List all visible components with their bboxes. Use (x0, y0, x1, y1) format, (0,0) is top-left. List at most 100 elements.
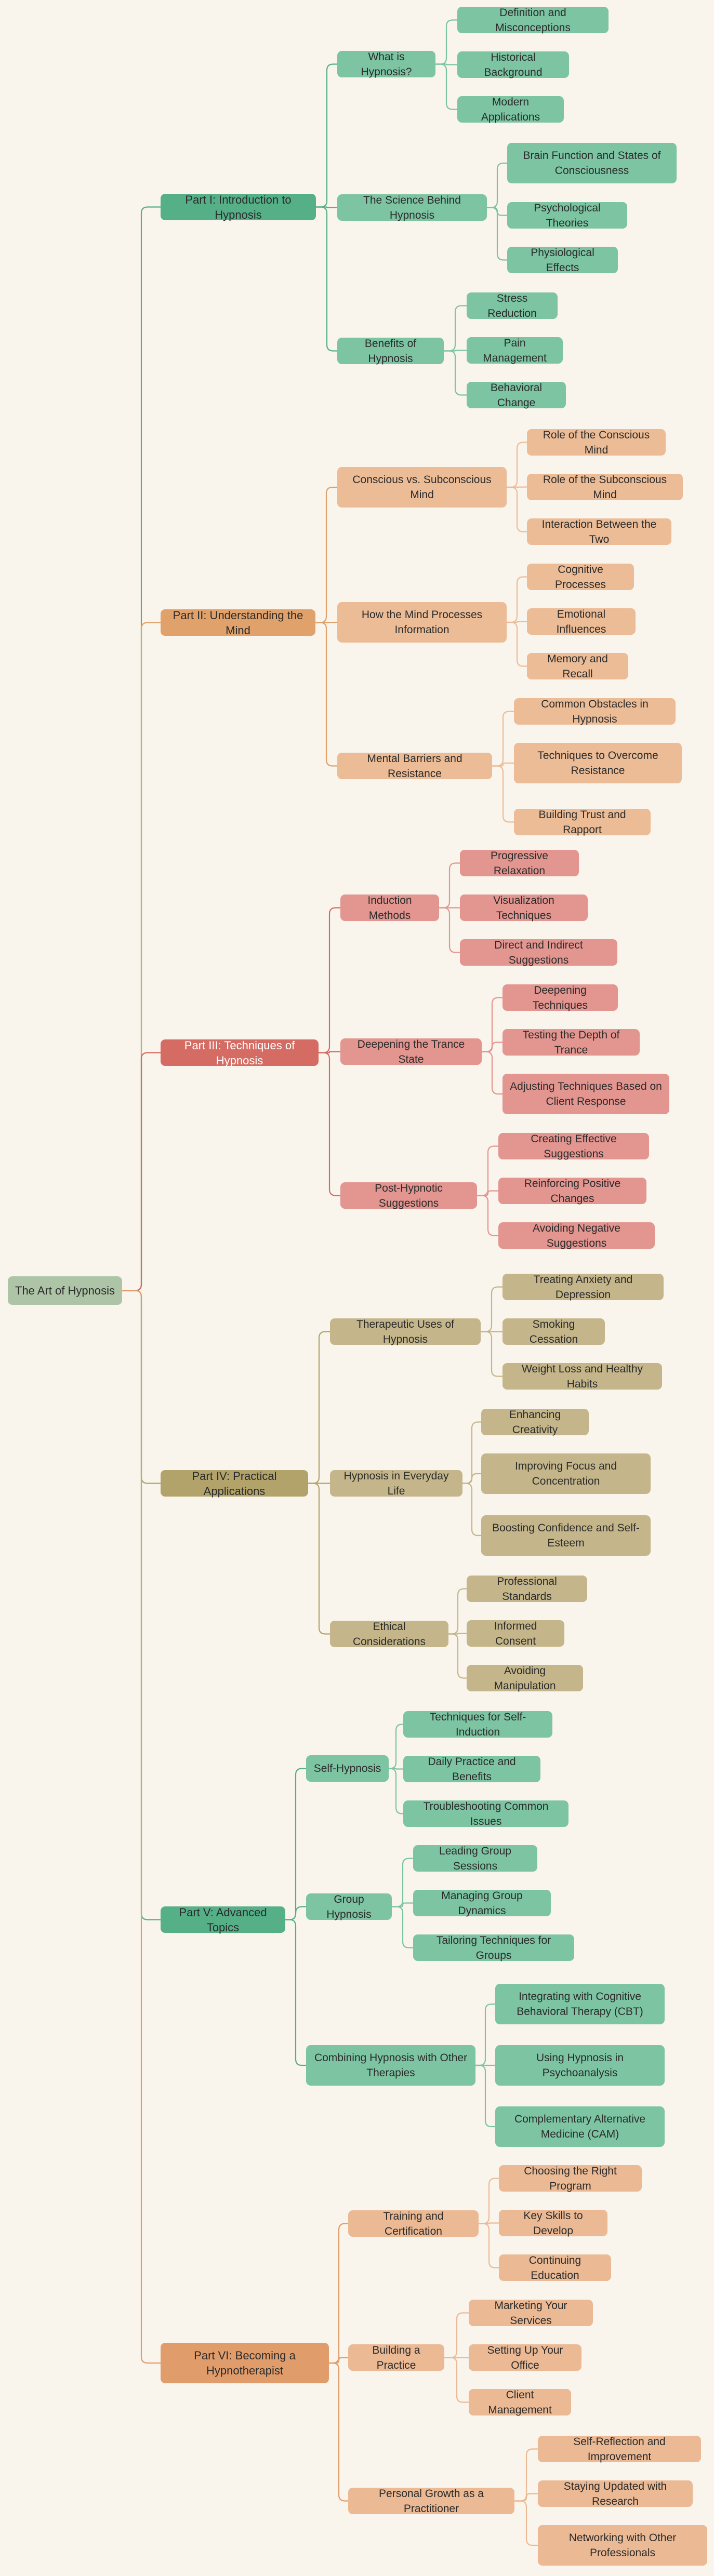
link-root-part-6 (122, 1290, 161, 2364)
topic-node-5-2-1[interactable]: Leading Group Sessions (413, 1845, 537, 1872)
topic-node-1-3-3[interactable]: Behavioral Change (467, 382, 566, 409)
link-section-topic-4-2-3 (462, 1483, 481, 1537)
part-node-2[interactable]: Part II: Understanding the Mind (161, 609, 315, 637)
topic-node-4-2-2[interactable]: Improving Focus and Concentration (481, 1453, 651, 1494)
section-node-4-1[interactable]: Therapeutic Uses of Hypnosis (330, 1318, 481, 1345)
link-section-topic-6-2-1 (444, 2312, 469, 2358)
topic-node-5-2-3[interactable]: Tailoring Techniques for Groups (413, 1934, 574, 1961)
link-section-topic-5-2-1 (392, 1858, 413, 1907)
topic-node-6-1-3[interactable]: Continuing Education (499, 2254, 611, 2281)
part-node-6[interactable]: Part VI: Becoming a Hypnotherapist (161, 2343, 329, 2383)
topic-node-6-2-2[interactable]: Setting Up Your Office (469, 2344, 581, 2371)
link-section-topic-6-1-3 (479, 2223, 499, 2268)
topic-node-2-1-1[interactable]: Role of the Conscious Mind (527, 429, 666, 456)
section-node-2-1[interactable]: Conscious vs. Subconscious Mind (337, 467, 507, 508)
section-node-3-2[interactable]: Deepening the Trance State (340, 1038, 482, 1065)
section-node-2-3[interactable]: Mental Barriers and Resistance (337, 753, 492, 780)
topic-node-4-3-1[interactable]: Professional Standards (467, 1576, 587, 1603)
topic-node-6-1-2[interactable]: Key Skills to Develop (499, 2210, 607, 2237)
link-section-topic-5-3-3 (475, 2064, 495, 2128)
topic-node-5-1-1[interactable]: Techniques for Self-Induction (403, 1711, 552, 1738)
topic-node-1-1-1[interactable]: Definition and Misconceptions (457, 7, 609, 34)
link-section-topic-5-1-3 (389, 1768, 403, 1814)
link-section-topic-4-2-2 (462, 1473, 481, 1484)
section-node-2-2[interactable]: How the Mind Processes Information (337, 602, 507, 643)
link-section-topic-5-1-1 (389, 1724, 403, 1769)
topic-node-4-3-2[interactable]: Informed Consent (467, 1620, 564, 1647)
topic-node-4-2-1[interactable]: Enhancing Creativity (481, 1409, 589, 1436)
topic-node-3-1-3[interactable]: Direct and Indirect Suggestions (460, 939, 617, 966)
topic-node-6-1-1[interactable]: Choosing the Right Program (499, 2165, 642, 2192)
root-node[interactable]: The Art of Hypnosis (8, 1276, 122, 1305)
topic-node-3-2-3[interactable]: Adjusting Techniques Based on Client Res… (503, 1074, 669, 1114)
topic-node-1-2-3[interactable]: Physiological Effects (507, 247, 618, 274)
topic-node-6-3-3[interactable]: Networking with Other Professionals (538, 2525, 707, 2566)
section-node-5-3[interactable]: Combining Hypnosis with Other Therapies (306, 2045, 475, 2086)
topic-node-1-2-1[interactable]: Brain Function and States of Consciousne… (507, 143, 677, 183)
topic-node-2-2-2[interactable]: Emotional Influences (527, 608, 636, 635)
topic-node-1-1-2[interactable]: Historical Background (457, 51, 569, 78)
link-part-section-6-1 (329, 2223, 348, 2364)
section-node-3-1[interactable]: Induction Methods (340, 895, 439, 922)
topic-node-5-3-3[interactable]: Complementary Alternative Medicine (CAM) (495, 2106, 665, 2147)
topic-node-1-3-1[interactable]: Stress Reduction (467, 292, 558, 319)
section-node-6-1[interactable]: Training and Certification (348, 2210, 479, 2237)
section-node-6-3[interactable]: Personal Growth as a Practitioner (348, 2488, 514, 2515)
topic-node-3-3-1[interactable]: Creating Effective Suggestions (498, 1133, 649, 1160)
topic-node-4-1-1[interactable]: Treating Anxiety and Depression (503, 1274, 664, 1301)
topic-node-6-2-3[interactable]: Client Management (469, 2389, 571, 2416)
part-node-5[interactable]: Part V: Advanced Topics (161, 1906, 285, 1934)
topic-node-6-2-1[interactable]: Marketing Your Services (469, 2300, 593, 2327)
link-part-section-5-2 (285, 1906, 306, 1920)
section-node-1-3[interactable]: Benefits of Hypnosis (337, 338, 444, 365)
topic-node-2-2-1[interactable]: Cognitive Processes (527, 564, 634, 591)
topic-node-5-1-2[interactable]: Daily Practice and Benefits (403, 1756, 540, 1783)
topic-node-6-3-1[interactable]: Self-Reflection and Improvement (538, 2436, 701, 2463)
topic-node-3-1-2[interactable]: Visualization Techniques (460, 895, 588, 922)
topic-node-3-3-2[interactable]: Reinforcing Positive Changes (498, 1178, 646, 1205)
topic-node-3-3-3[interactable]: Avoiding Negative Suggestions (498, 1222, 655, 1249)
link-section-topic-5-3-1 (475, 2003, 495, 2066)
section-node-1-2[interactable]: The Science Behind Hypnosis (337, 194, 487, 221)
topic-node-5-1-3[interactable]: Troubleshooting Common Issues (403, 1800, 568, 1827)
section-node-6-2[interactable]: Building a Practice (348, 2344, 444, 2371)
part-node-1[interactable]: Part I: Introduction to Hypnosis (161, 193, 316, 221)
topic-node-1-3-2[interactable]: Pain Management (467, 337, 563, 364)
topic-node-3-1-1[interactable]: Progressive Relaxation (460, 850, 579, 877)
topic-node-5-2-2[interactable]: Managing Group Dynamics (413, 1890, 551, 1917)
part-node-4[interactable]: Part IV: Practical Applications (161, 1470, 308, 1498)
section-node-5-1[interactable]: Self-Hypnosis (306, 1755, 389, 1782)
topic-node-5-3-1[interactable]: Integrating with Cognitive Behavioral Th… (495, 1984, 665, 2024)
topic-node-1-2-2[interactable]: Psychological Theories (507, 202, 627, 229)
link-section-topic-3-2-2 (482, 1042, 503, 1052)
section-node-1-1[interactable]: What is Hypnosis? (337, 51, 435, 78)
topic-node-2-3-1[interactable]: Common Obstacles in Hypnosis (514, 698, 676, 725)
topic-node-6-3-2[interactable]: Staying Updated with Research (538, 2480, 693, 2507)
topic-node-4-3-3[interactable]: Avoiding Manipulation (467, 1665, 583, 1692)
link-section-topic-3-2-1 (482, 997, 503, 1052)
topic-node-2-1-2[interactable]: Role of the Subconscious Mind (527, 474, 683, 501)
topic-node-1-1-3[interactable]: Modern Applications (457, 96, 564, 123)
topic-node-2-1-3[interactable]: Interaction Between the Two (527, 518, 671, 545)
section-node-4-3[interactable]: Ethical Considerations (330, 1621, 448, 1648)
topic-node-4-1-2[interactable]: Smoking Cessation (503, 1318, 605, 1345)
topic-node-3-2-1[interactable]: Deepening Techniques (503, 984, 618, 1011)
link-section-topic-1-2-3 (487, 207, 507, 261)
link-section-topic-6-3-3 (514, 2500, 538, 2546)
link-section-topic-5-2-3 (392, 1906, 413, 1948)
topic-node-4-2-3[interactable]: Boosting Confidence and Self-Esteem (481, 1515, 651, 1556)
section-node-3-3[interactable]: Post-Hypnotic Suggestions (340, 1182, 477, 1209)
link-section-topic-1-3-1 (444, 305, 467, 352)
topic-node-3-2-2[interactable]: Testing the Depth of Trance (503, 1029, 640, 1056)
topic-node-2-3-3[interactable]: Building Trust and Rapport (514, 809, 651, 836)
part-node-3[interactable]: Part III: Techniques of Hypnosis (161, 1039, 319, 1067)
section-node-4-2[interactable]: Hypnosis in Everyday Life (330, 1470, 462, 1497)
topic-node-2-2-3[interactable]: Memory and Recall (527, 653, 628, 680)
link-section-topic-2-2-3 (507, 621, 527, 667)
topic-node-2-3-2[interactable]: Techniques to Overcome Resistance (514, 743, 682, 783)
topic-node-4-1-3[interactable]: Weight Loss and Healthy Habits (503, 1363, 662, 1390)
topic-node-5-3-2[interactable]: Using Hypnosis in Psychoanalysis (495, 2045, 665, 2086)
link-section-topic-2-2-2 (507, 621, 527, 623)
section-node-5-2[interactable]: Group Hypnosis (306, 1893, 392, 1920)
